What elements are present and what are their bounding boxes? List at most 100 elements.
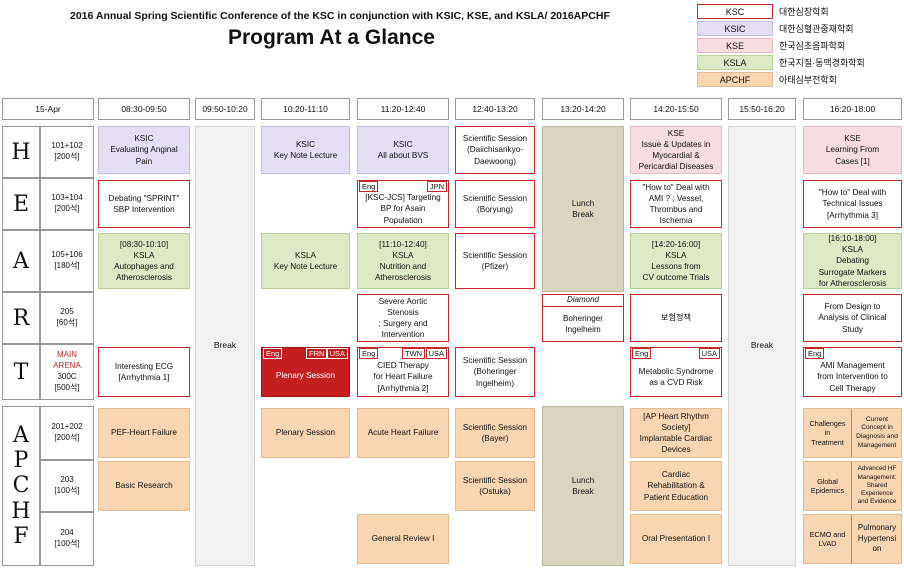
session-r2c7[interactable]: "How to" Deal with AMI ? ; Vessel, Throm… bbox=[630, 180, 722, 228]
session-line: (Boryung) bbox=[477, 205, 513, 214]
break-afternoon: Break bbox=[728, 126, 796, 566]
session-r2c9[interactable]: "How to" Deal with Technical Issues [Arr… bbox=[803, 180, 902, 228]
session-r4c9[interactable]: From Design to Analysis of Clinical Stud… bbox=[803, 294, 902, 342]
session-r7c7[interactable]: Cardiac Rehabilitation & Patient Educati… bbox=[630, 461, 722, 511]
session-line: Challenges bbox=[809, 418, 846, 428]
lunch-break-bottom: Lunch Break bbox=[542, 406, 624, 566]
tag-eng: Eng bbox=[632, 348, 652, 359]
session-r3c5[interactable]: Scientific Session (Pfizer) bbox=[455, 233, 535, 289]
session-line: KSE bbox=[844, 134, 861, 144]
room-name: 300C bbox=[57, 372, 77, 381]
tag-jpn: JPN bbox=[426, 181, 447, 192]
session-line: AMI ? ; Vessel, bbox=[648, 193, 704, 203]
room-name: 203 bbox=[60, 475, 74, 485]
session-r5c3[interactable]: Eng FRN USA Plenary Session bbox=[261, 347, 350, 397]
session-line: Devices bbox=[661, 445, 691, 455]
session-line: Study bbox=[842, 324, 863, 334]
session-r6c4[interactable]: Acute Heart Failure bbox=[357, 408, 449, 458]
session-r1c3[interactable]: KSIC Key Note Lecture bbox=[261, 126, 350, 174]
room-205: 205 [60석] bbox=[40, 292, 94, 344]
session-line: From Design to bbox=[824, 302, 881, 312]
session-r2c1[interactable]: Debating "SPRINT" SBP Intervention bbox=[98, 180, 190, 228]
session-line: Experience bbox=[861, 490, 893, 498]
session-line: Myocardial & bbox=[652, 151, 700, 160]
session-r8c4[interactable]: General Review I bbox=[357, 514, 449, 564]
session-line: [11:10-12:40] bbox=[379, 239, 427, 249]
col-header-1320: 13:20-14:20 bbox=[542, 98, 624, 120]
session-r3c7[interactable]: [14:20-16:00] KSLA Lessons from CV outco… bbox=[630, 233, 722, 289]
tag-eng: Eng bbox=[263, 348, 283, 359]
session-r5c5[interactable]: Scientific Session (Boheringer Ingelheim… bbox=[455, 347, 535, 397]
session-line: PEF-Heart Failure bbox=[111, 428, 177, 438]
letter-h2: H bbox=[11, 498, 31, 524]
legend-kse-swatch: KSE bbox=[697, 38, 773, 53]
session-line: (Bayer) bbox=[481, 434, 509, 443]
session-line: Cell Therapy bbox=[829, 383, 876, 393]
session-r8c9-left: ECMO and LVAD bbox=[804, 515, 852, 563]
letter-a2: A bbox=[13, 423, 29, 449]
session-line: in bbox=[824, 428, 831, 438]
session-r3c4[interactable]: [11:10-12:40] KSLA Nutrition and Atheros… bbox=[357, 233, 449, 289]
session-r5c1[interactable]: Interesting ECG [Arrhythmia 1] bbox=[98, 347, 190, 397]
session-r3c3[interactable]: KSLA Key Note Lecture bbox=[261, 233, 350, 289]
session-r1c4[interactable]: KSIC All about BVS bbox=[357, 126, 449, 174]
lunch-break-top: Lunch Break bbox=[542, 126, 624, 292]
session-line: (Pfizer) bbox=[481, 262, 509, 271]
session-r6c9[interactable]: Challenges in Treatment Current Concept … bbox=[803, 408, 902, 458]
session-r4c7[interactable]: 보험정책 bbox=[630, 294, 722, 342]
session-r1c9[interactable]: KSE Learning From Cases [1] bbox=[803, 126, 902, 174]
legend-kse-label: 한국심초음파학회 bbox=[779, 41, 846, 51]
session-line: [Arrhythmia 3] bbox=[827, 210, 878, 220]
session-r3c9[interactable]: [16:10-18:00] KSLA Debating Surrogate Ma… bbox=[803, 233, 902, 289]
session-r6c5[interactable]: Scientific Session (Bayer) bbox=[455, 408, 535, 458]
session-r6c9-left: Challenges in Treatment bbox=[804, 409, 852, 457]
session-line: Debating "SPRINT" bbox=[108, 193, 180, 203]
session-r8c9[interactable]: ECMO and LVAD Pulmonary Hypertensi on bbox=[803, 514, 902, 564]
session-line: Implantable Cardiac bbox=[639, 434, 713, 443]
session-r4c6[interactable]: Diamond Boheringer Ingelheim bbox=[542, 294, 624, 342]
session-line: Boheringer bbox=[562, 313, 604, 323]
session-line: Oral Presentation I bbox=[641, 534, 711, 544]
session-line: LVAD bbox=[818, 539, 837, 548]
letter-r: R bbox=[2, 292, 40, 344]
session-line: Shared bbox=[866, 481, 888, 489]
session-line: 보험정책 bbox=[660, 313, 692, 323]
session-r6c1[interactable]: PEF-Heart Failure bbox=[98, 408, 190, 458]
session-r6c9-right: Current Concept in Diagnosis and Managem… bbox=[852, 409, 902, 457]
session-r5c4[interactable]: Eng TWN USA CIED Therapy for Heart Failu… bbox=[357, 347, 449, 397]
session-line: KSE bbox=[667, 128, 685, 138]
room-name: 204 bbox=[60, 528, 74, 538]
session-r1c5[interactable]: Scientific Session (Daiichisankyo- Daewo… bbox=[455, 126, 535, 174]
tag-usa: USA bbox=[698, 348, 720, 359]
col-header-0950: 09:50-10:20 bbox=[195, 98, 255, 120]
session-r3c1[interactable]: [08:30-10:10] KSLA Autophages and Athero… bbox=[98, 233, 190, 289]
session-r7c1[interactable]: Basic Research bbox=[98, 461, 190, 511]
session-r6c3[interactable]: Plenary Session bbox=[261, 408, 350, 458]
room-seats: [200석] bbox=[54, 433, 80, 442]
session-r5c9[interactable]: Eng AMI Management from Intervention to … bbox=[803, 347, 902, 397]
session-r2c5[interactable]: Scientific Session (Boryung) bbox=[455, 180, 535, 228]
session-r1c1[interactable]: KSIC Evaluating Anginal Pain bbox=[98, 126, 190, 174]
session-r6c7[interactable]: [AP Heart Rhythm Society] Implantable Ca… bbox=[630, 408, 722, 458]
session-line: Key Note Lecture bbox=[273, 262, 338, 271]
tag-usa: USA bbox=[425, 348, 447, 359]
room-seats: [100석] bbox=[54, 539, 80, 548]
legend-ksc-swatch: KSC bbox=[697, 4, 773, 19]
page-title: Program At a Glance bbox=[228, 26, 435, 49]
session-line: Learning From bbox=[825, 145, 880, 155]
session-r4c4[interactable]: Severe Aortic Stenosis ; Surgery and Int… bbox=[357, 294, 449, 342]
session-r7c5[interactable]: Scientific Session (Ostuka) bbox=[455, 461, 535, 511]
room-main-arena: MAIN ARENA 300C [500석] bbox=[40, 344, 94, 400]
session-r8c7[interactable]: Oral Presentation I bbox=[630, 514, 722, 564]
session-r7c9[interactable]: Global Epidemics Advanced HF Management:… bbox=[803, 461, 902, 511]
break-word: Break bbox=[572, 487, 594, 496]
session-line: Cardiac bbox=[661, 470, 691, 480]
session-line: Scientific Session bbox=[462, 356, 528, 366]
session-r5c7[interactable]: Eng USA Metabolic Syndrome as a CVD Risk bbox=[630, 347, 722, 397]
room-name: 105+106 bbox=[51, 250, 83, 260]
session-r2c4[interactable]: Eng JPN [KSC-JCS] Targeting BP for Asain… bbox=[357, 180, 449, 228]
session-r1c7[interactable]: KSE Issue & Updates in Myocardial & Peri… bbox=[630, 126, 722, 174]
col-header-date: 15-Apr bbox=[2, 98, 94, 120]
room-arena-label: ARENA bbox=[53, 361, 81, 371]
session-line: Society] bbox=[661, 422, 691, 432]
